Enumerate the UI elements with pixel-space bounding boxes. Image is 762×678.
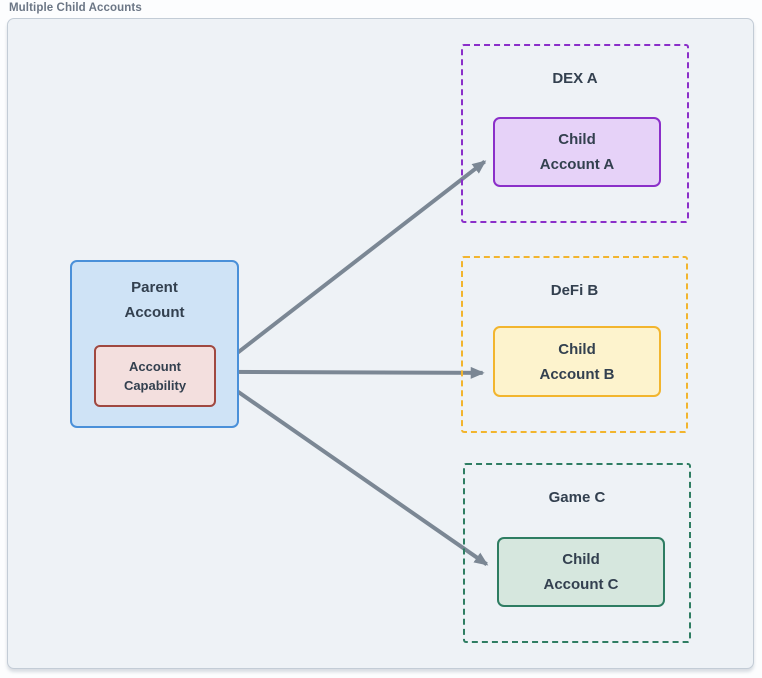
parent-account-label-line2: Account (124, 304, 185, 321)
group-title-game-c: Game C (548, 489, 606, 506)
child-account-b-node: Child Account B (493, 326, 661, 397)
child-account-b-label-line1: Child (558, 340, 596, 358)
account-capability-node: Account Capability (94, 345, 216, 407)
parent-account-label-line1: Parent (131, 279, 178, 296)
arrow-to-child-c (218, 377, 489, 566)
arrow-to-child-a (219, 159, 487, 368)
parent-account-label: Parent Account (125, 275, 185, 325)
child-account-b-label: Child Account B (540, 337, 615, 387)
child-account-c-label: Child Account C (544, 547, 619, 597)
diagram-frame: Parent Account Account Capability DEX A … (7, 18, 754, 669)
child-account-c-node: Child Account C (497, 537, 665, 607)
account-capability-label-line1: Account (129, 359, 181, 374)
group-title-defi-b: DeFi B (550, 282, 599, 299)
arrow-to-child-b (220, 366, 485, 379)
group-frame-dex-a: DEX A (461, 44, 689, 223)
account-capability-label: Account Capability (124, 357, 186, 395)
child-account-b-label-line2: Account B (539, 365, 615, 383)
group-title-dex-a: DEX A (552, 70, 598, 87)
group-frame-game-c: Game C (463, 463, 691, 643)
child-account-a-label: Child Account A (540, 127, 614, 177)
diagram-title: Multiple Child Accounts (9, 2, 142, 14)
child-account-c-label-line2: Account C (543, 576, 619, 593)
child-account-a-label-line1: Child (558, 131, 596, 148)
account-capability-label-line2: Capability (123, 378, 187, 393)
child-account-c-label-line1: Child (562, 551, 600, 568)
group-frame-defi-b: DeFi B (461, 256, 688, 433)
child-account-a-label-line2: Account A (539, 156, 615, 173)
child-account-a-node: Child Account A (493, 117, 661, 187)
